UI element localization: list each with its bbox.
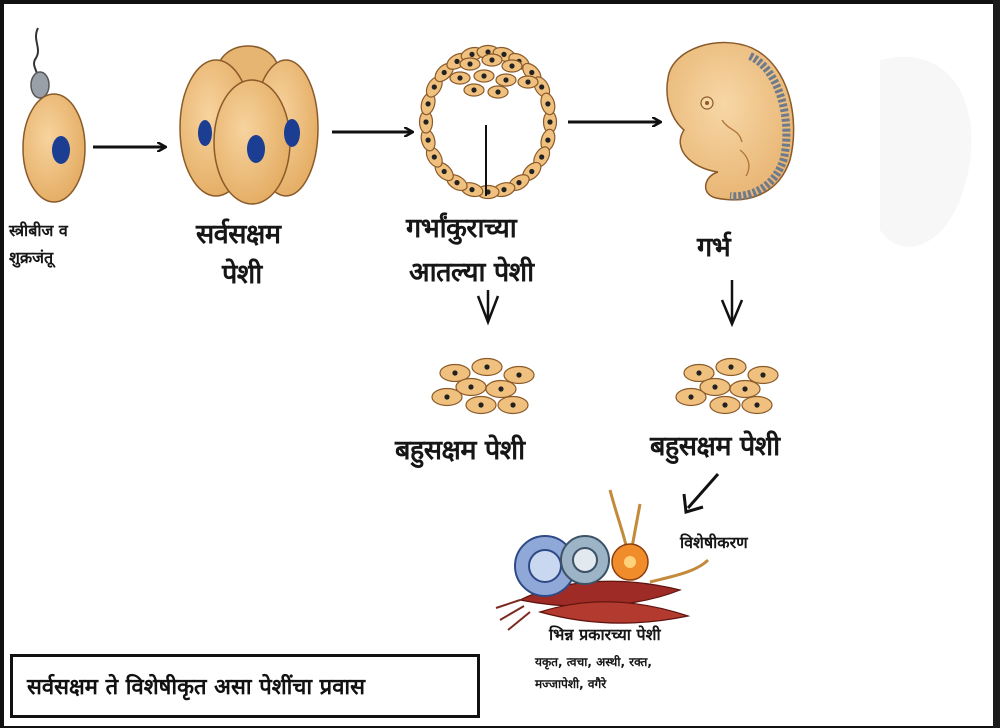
cell-nucleus [478, 402, 483, 407]
cell-nucleus [547, 119, 552, 124]
examples-label-line2: मज्जापेशी, वगैरे [535, 675, 606, 692]
cell-nucleus [457, 75, 462, 80]
embryo-graphic [667, 43, 794, 200]
pluripotent-cells-left-graphic [432, 359, 534, 414]
cell-nucleus [454, 59, 459, 64]
specialization-label: विशेषीकरण [680, 531, 748, 553]
examples-label-line1: यकृत, त्वचा, अस्थी, रक्त, [535, 653, 652, 670]
cell-nucleus [423, 119, 428, 124]
cell-nucleus [501, 52, 506, 57]
cell-nucleus [442, 169, 447, 174]
cell-nucleus [516, 372, 521, 377]
cell-nucleus [452, 370, 457, 375]
caption-text: सर्वसक्षम ते विशेषीकृत असा पेशींचा प्रवा… [27, 671, 365, 701]
cell-nucleus [467, 61, 472, 66]
cell-nucleus [444, 394, 449, 399]
embryo-label: गर्भ [697, 227, 730, 264]
cell-nucleus [696, 370, 701, 375]
cell-nucleus [489, 57, 494, 62]
totipotent-label-line2: पेशी [222, 254, 262, 291]
cell-nucleus [516, 180, 521, 185]
cell-nucleus [539, 154, 544, 159]
cell-nucleus [742, 386, 747, 391]
totipotent-label-line1: सर्वसक्षम [196, 214, 281, 251]
cell-nucleus [484, 364, 489, 369]
cell-nucleus [539, 84, 544, 89]
egg-sperm-label-line2: शुक्रजंतू [9, 246, 53, 268]
blastocyst-graphic [419, 45, 557, 198]
watermark-graphic [880, 57, 971, 247]
diagonal-arrow [688, 474, 718, 508]
caption-box: सर्वसक्षम ते विशेषीकृत असा पेशींचा प्रवा… [10, 654, 480, 718]
cell-nucleus [712, 384, 717, 389]
cell-nucleus [728, 364, 733, 369]
cell-nucleus [442, 70, 447, 75]
cell-nucleus [454, 180, 459, 185]
different-cells-label: भिन्न प्रकारच्या पेशी [549, 623, 661, 645]
blastocyst-label-line2: आतल्या पेशी [409, 252, 534, 289]
cell-nucleus [722, 402, 727, 407]
cell-nucleus [426, 101, 431, 106]
cell-nucleus [688, 394, 693, 399]
cell-nucleus [468, 384, 473, 389]
cell-nucleus [545, 101, 550, 106]
cell-nucleus [525, 79, 530, 84]
cell-nucleus [426, 138, 431, 143]
cell-nucleus [529, 70, 534, 75]
cell-nucleus [501, 187, 506, 192]
cell-nucleus [529, 169, 534, 174]
pluripotent-label-right: बहुसक्षम पेशी [650, 426, 780, 463]
cell-nucleus [545, 138, 550, 143]
cell-nucleus [469, 187, 474, 192]
differentiated-cells-graphic [496, 490, 708, 630]
cell-nucleus [503, 77, 508, 82]
cell-nucleus [481, 73, 486, 78]
cell-nucleus [495, 89, 500, 94]
cell-nucleus [760, 372, 765, 377]
cell-nucleus [432, 154, 437, 159]
cell-nucleus [510, 402, 515, 407]
pluripotent-cells-right-graphic [676, 359, 778, 414]
totipotent-cells-graphic [180, 46, 318, 204]
egg-and-sperm-graphic [23, 28, 85, 202]
cell-nucleus [509, 63, 514, 68]
blastocyst-label-line1: गर्भांकुराच्या [406, 208, 516, 245]
cell-nucleus [754, 402, 759, 407]
cell-nucleus [498, 386, 503, 391]
egg-sperm-label-line1: स्त्रीबीज व [9, 219, 68, 241]
cell-nucleus [469, 52, 474, 57]
pluripotent-label-left: बहुसक्षम पेशी [395, 430, 525, 467]
cell-nucleus [471, 87, 476, 92]
cell-nucleus [432, 84, 437, 89]
